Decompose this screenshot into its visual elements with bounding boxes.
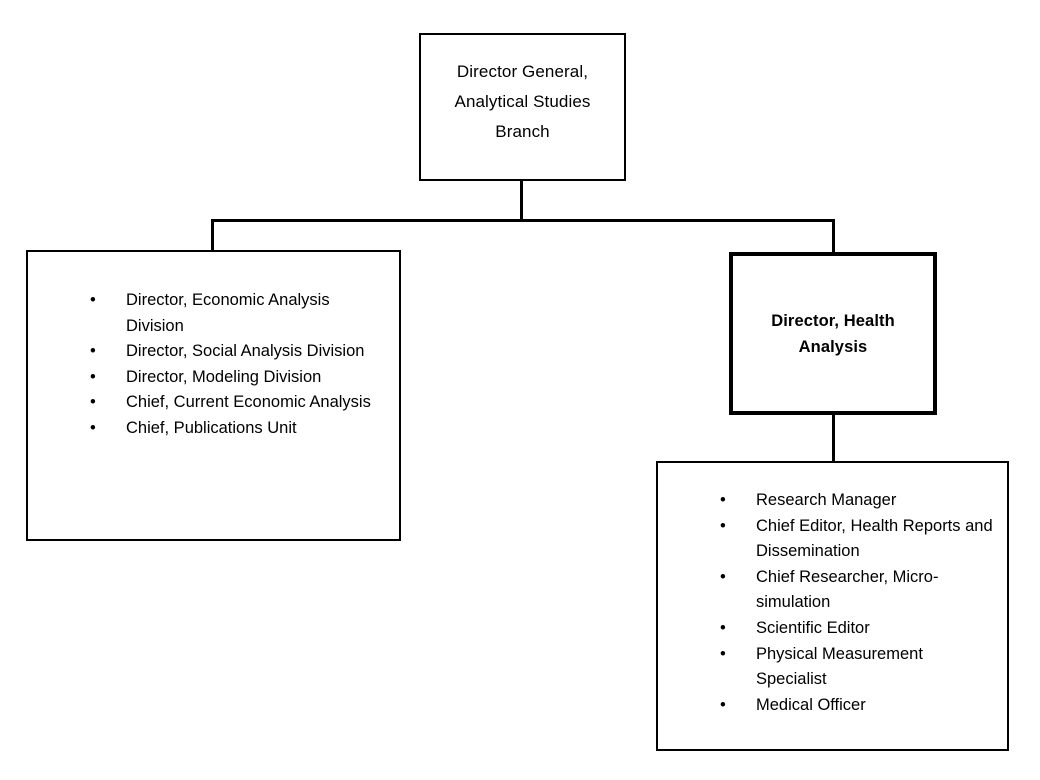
bullet-icon: •: [720, 695, 726, 714]
list-item-label: Chief, Current Economic Analysis: [126, 393, 371, 412]
bullet-icon: •: [90, 393, 96, 412]
list-item-label: Chief Editor, Health Reports and Dissemi…: [756, 516, 993, 561]
health-roles-list: • Research Manager • Chief Editor, Healt…: [720, 488, 997, 718]
bullet-icon: •: [90, 342, 96, 361]
list-item-label: Director, Modeling Division: [126, 367, 322, 386]
list-item[interactable]: • Director, Social Analysis Division: [90, 339, 389, 365]
node-director-health-analysis[interactable]: Director, Health Analysis: [729, 252, 937, 415]
bullet-icon: •: [90, 367, 96, 386]
bullet-icon: •: [720, 491, 726, 509]
list-item-label: Director, Social Analysis Division: [126, 342, 365, 361]
analytical-roles-list: • Director, Economic Analysis Division •…: [90, 288, 389, 442]
list-item[interactable]: • Chief, Current Economic Analysis: [90, 390, 389, 416]
connector-horizontal-bus: [211, 219, 835, 222]
list-item[interactable]: • Medical Officer: [720, 693, 997, 719]
list-item[interactable]: • Chief Researcher, Micro-simulation: [720, 565, 997, 616]
list-item-label: Research Manager: [756, 491, 897, 509]
node-director-health-analysis-label: Director, Health Analysis: [771, 312, 895, 356]
list-item-label: Director, Economic Analysis Division: [126, 291, 330, 335]
bullet-icon: •: [720, 516, 726, 535]
list-item-label: Medical Officer: [756, 695, 866, 714]
list-item-label: Chief, Publications Unit: [126, 418, 297, 437]
node-health-roles[interactable]: • Research Manager • Chief Editor, Healt…: [656, 461, 1009, 751]
list-item[interactable]: • Director, Economic Analysis Division: [90, 288, 389, 339]
node-director-general[interactable]: Director General, Analytical Studies Bra…: [419, 33, 626, 181]
bullet-icon: •: [720, 618, 726, 637]
connector-to-health-director: [832, 219, 835, 254]
bullet-icon: •: [720, 567, 726, 586]
list-item[interactable]: • Physical Measurement Specialist: [720, 642, 997, 693]
connector-root-stem: [520, 180, 523, 221]
list-item[interactable]: • Scientific Editor: [720, 616, 997, 642]
list-item-label: Scientific Editor: [756, 618, 870, 637]
bullet-icon: •: [90, 291, 96, 309]
bullet-icon: •: [720, 644, 726, 663]
list-item-label: Physical Measurement Specialist: [756, 644, 923, 689]
list-item[interactable]: • Director, Modeling Division: [90, 365, 389, 391]
connector-to-left-box: [211, 219, 214, 252]
bullet-icon: •: [90, 418, 96, 437]
list-item-label: Chief Researcher, Micro-simulation: [756, 567, 939, 612]
connector-health-director-to-roles: [832, 413, 835, 463]
node-analytical-roles[interactable]: • Director, Economic Analysis Division •…: [26, 250, 401, 541]
list-item[interactable]: • Chief, Publications Unit: [90, 416, 389, 442]
list-item[interactable]: • Research Manager: [720, 488, 997, 514]
list-item[interactable]: • Chief Editor, Health Reports and Disse…: [720, 514, 997, 565]
node-director-general-label: Director General, Analytical Studies Bra…: [454, 62, 591, 141]
